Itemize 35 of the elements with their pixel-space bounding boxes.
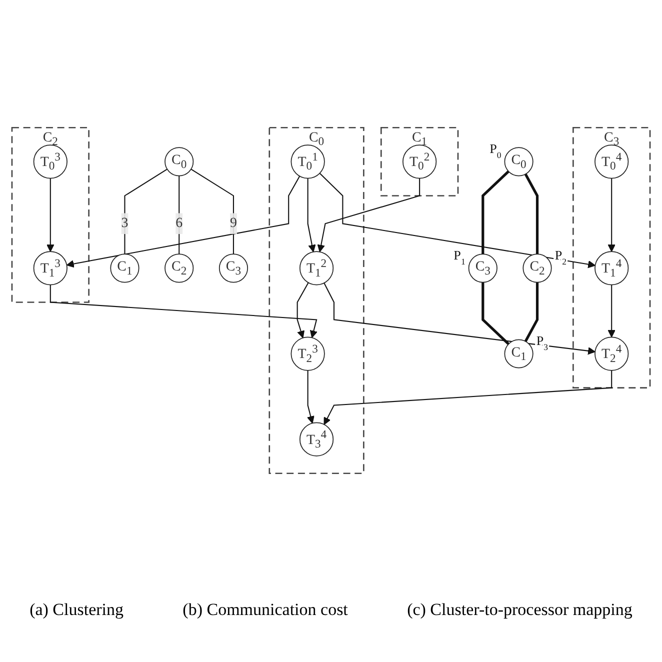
edge-label: 9 [230, 215, 237, 230]
connector [482, 282, 510, 344]
panel-caption: (a) Clustering [30, 600, 124, 620]
arrow [306, 370, 314, 424]
edge-label: 6 [176, 215, 183, 230]
connector [524, 282, 539, 342]
node-circle: C$_{2}$ [522, 253, 552, 282]
node-circle: C$_{2}$ [164, 253, 194, 282]
arrow [608, 178, 616, 252]
arrow [66, 175, 300, 268]
arrow [317, 178, 420, 252]
connector [482, 170, 510, 254]
node-circle: C$_{3}$ [218, 253, 248, 282]
edge-label: 3 [121, 215, 128, 230]
node-circle: C$_{0}$ [504, 146, 534, 176]
connector [124, 168, 168, 254]
arrow [319, 172, 596, 268]
arrow [307, 178, 316, 252]
panel-caption: (c) Cluster-to-processor mapping [407, 600, 632, 620]
processor-label: P$_{0}$ [490, 140, 502, 160]
arrow [50, 284, 318, 338]
panel-caption: (b) Communication cost [182, 600, 348, 620]
node-circle: C$_{0}$ [164, 146, 194, 176]
arrow [608, 284, 616, 337]
arrow [46, 178, 54, 252]
processor-label: P$_{1}$ [454, 246, 466, 266]
connector [190, 168, 234, 254]
arrow [296, 282, 309, 338]
connector [178, 175, 180, 254]
node-circle: C$_{3}$ [468, 253, 498, 282]
connector [524, 172, 539, 254]
node-circle: C$_{1}$ [110, 253, 140, 282]
arrow [324, 282, 596, 354]
node-circle: C$_{1}$ [504, 338, 534, 368]
arrow [324, 370, 612, 424]
